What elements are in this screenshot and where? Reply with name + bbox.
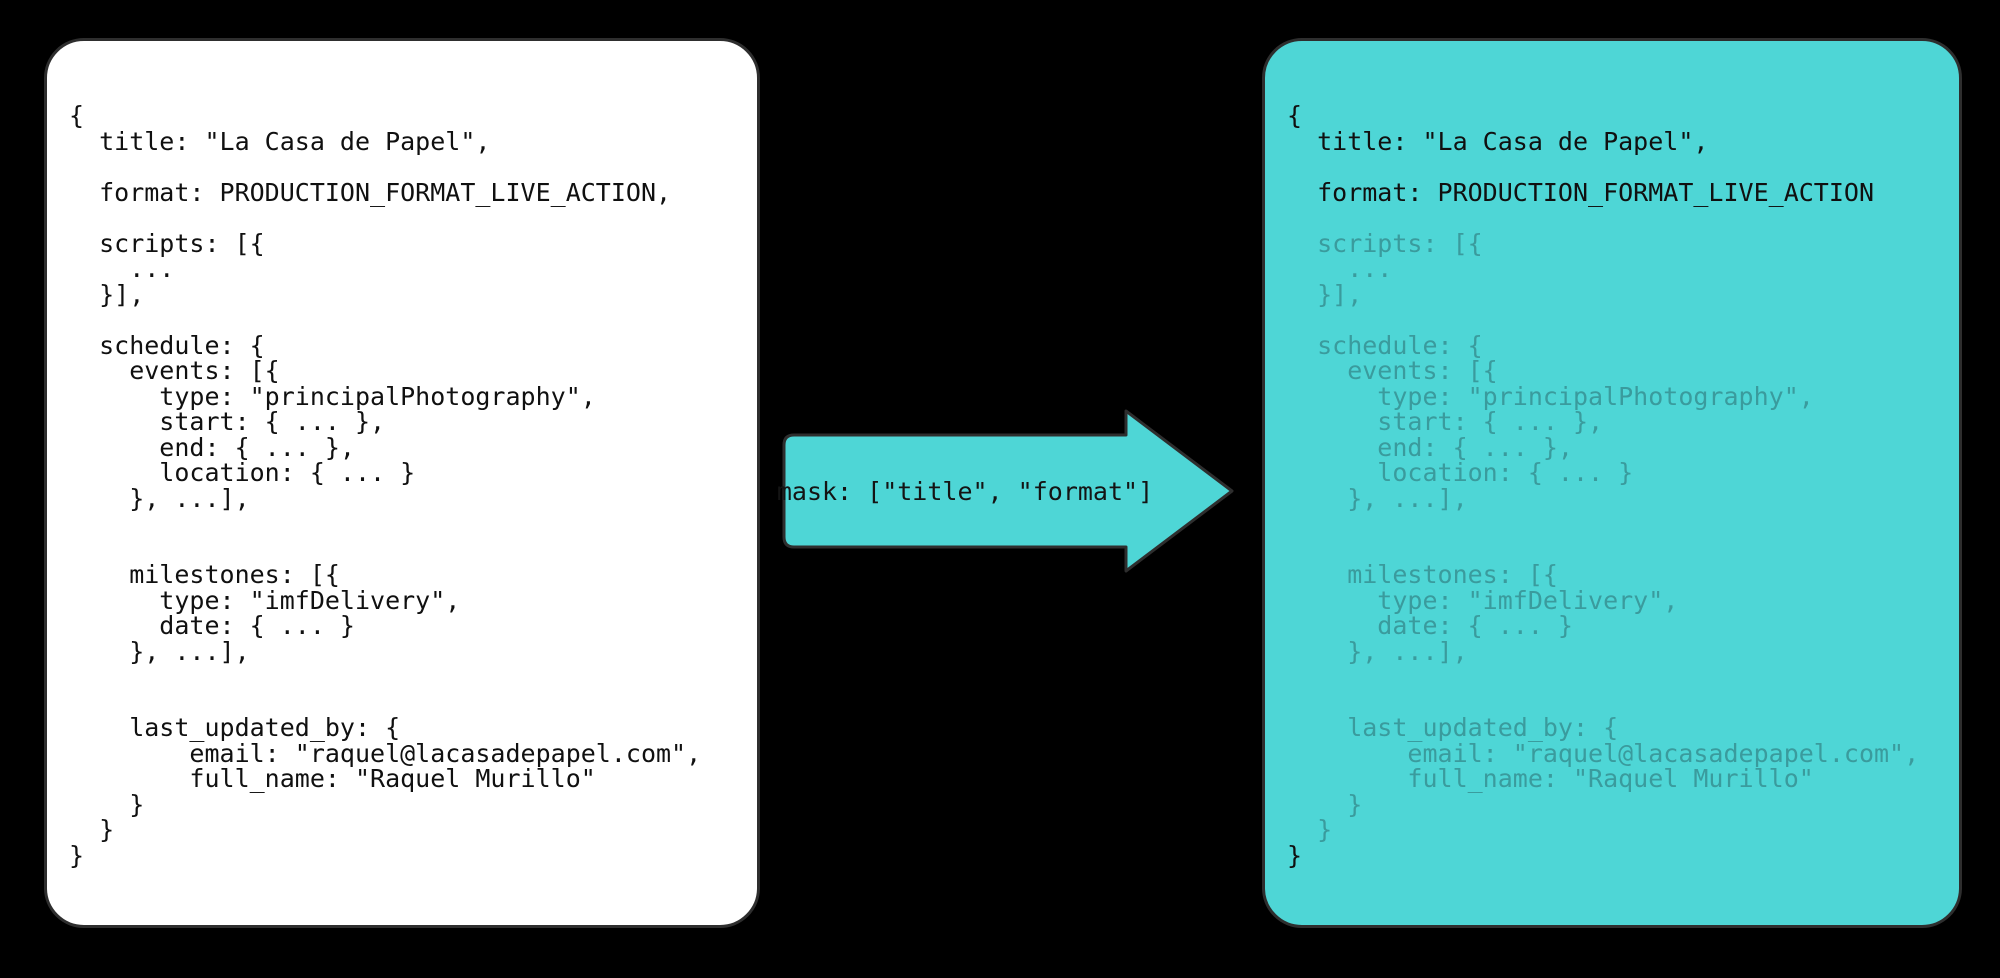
code-line: end: { ... },: [69, 432, 355, 462]
code-line-masked: schedule: {: [1287, 330, 1483, 360]
code-line-masked: [1287, 690, 1919, 716]
code-line: milestones: [{: [69, 560, 340, 589]
code-line-masked: }, ...],: [1287, 636, 1468, 666]
code-line: [69, 511, 701, 537]
code-line-masked: [1287, 511, 1919, 537]
code-line: }: [69, 840, 85, 870]
code-line-masked: }, ...],: [1287, 483, 1468, 513]
arrow-shape-icon: [782, 409, 1234, 573]
code-line: title: "La Casa de Papel",: [69, 126, 491, 156]
code-line-masked: }: [1287, 815, 1333, 844]
code-line-masked: location: { ... }: [1287, 458, 1634, 487]
code-line: type: "principalPhotography",: [69, 381, 596, 411]
code-line-masked: [1287, 537, 1919, 563]
code-line: [69, 537, 701, 563]
code-line-visible: format: PRODUCTION_FORMAT_LIVE_ACTION: [1287, 177, 1874, 207]
masked-result-card: { title: "La Casa de Papel", format: PRO…: [1262, 38, 1962, 928]
masked-result-code: { title: "La Casa de Papel", format: PRO…: [1265, 41, 1919, 868]
code-line: }, ...],: [69, 636, 250, 666]
code-line-visible: title: "La Casa de Papel",: [1287, 126, 1709, 156]
code-line-masked: last_updated_by: {: [1287, 713, 1619, 742]
source-message-card: { title: "La Casa de Papel", format: PRO…: [44, 38, 760, 928]
code-line-masked: email: "raquel@lacasadepapel.com",: [1287, 738, 1920, 768]
code-line-visible: [1287, 154, 1919, 180]
code-line-masked: }],: [1287, 279, 1363, 309]
code-line: }: [69, 815, 115, 844]
code-line: [69, 307, 701, 333]
code-line: last_updated_by: {: [69, 713, 401, 742]
code-line: }: [69, 789, 145, 819]
code-line: events: [{: [69, 356, 280, 385]
code-line-masked: end: { ... },: [1287, 432, 1573, 462]
code-line: [69, 690, 701, 716]
code-line: [69, 664, 701, 690]
code-line: full_name: "Raquel Murillo": [69, 764, 596, 793]
code-line-visible: }: [1287, 840, 1303, 870]
code-line: [69, 154, 701, 180]
code-line: [69, 205, 701, 231]
code-line: location: { ... }: [69, 458, 416, 487]
code-line: schedule: {: [69, 330, 265, 360]
code-line-masked: type: "principalPhotography",: [1287, 381, 1814, 411]
code-line-visible: [1287, 205, 1919, 231]
code-line-masked: }: [1287, 789, 1363, 819]
code-line: ...: [69, 254, 175, 283]
code-line-masked: milestones: [{: [1287, 560, 1558, 589]
code-line: }],: [69, 279, 145, 309]
code-line-masked: events: [{: [1287, 356, 1498, 385]
code-line: email: "raquel@lacasadepapel.com",: [69, 738, 702, 768]
code-line-masked: type: "imfDelivery",: [1287, 585, 1679, 615]
code-line-masked: full_name: "Raquel Murillo": [1287, 764, 1814, 793]
code-line-masked: ...: [1287, 254, 1393, 283]
code-line-visible: {: [1287, 101, 1303, 130]
code-line: scripts: [{: [69, 228, 265, 258]
code-line: date: { ... }: [69, 611, 355, 640]
code-line-masked: scripts: [{: [1287, 228, 1483, 258]
field-mask-arrow: mask: ["title", "format"]: [770, 405, 1240, 577]
code-line-masked: [1287, 664, 1919, 690]
code-line: {: [69, 101, 85, 130]
code-line-masked: date: { ... }: [1287, 611, 1573, 640]
code-line: type: "imfDelivery",: [69, 585, 461, 615]
code-line-masked: [1287, 307, 1919, 333]
code-line: format: PRODUCTION_FORMAT_LIVE_ACTION,: [69, 177, 672, 207]
code-line-masked: start: { ... },: [1287, 407, 1604, 436]
source-message-code: { title: "La Casa de Papel", format: PRO…: [47, 41, 701, 868]
code-line: start: { ... },: [69, 407, 386, 436]
code-line: }, ...],: [69, 483, 250, 513]
